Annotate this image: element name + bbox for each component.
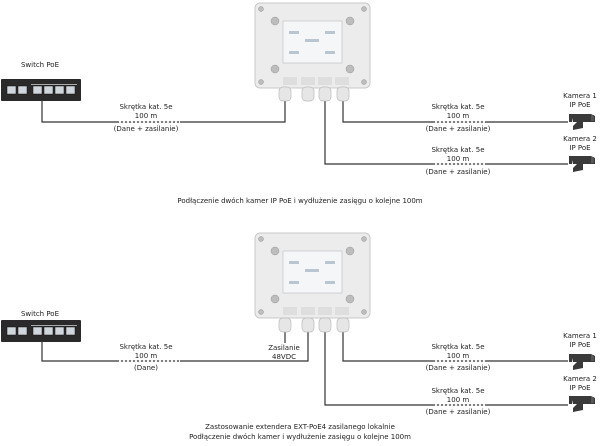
cable-note-label: (Dane + zasilanie): [426, 168, 491, 176]
cable-type-label: Skrętka kat. 5e: [431, 387, 484, 395]
poe-switch-icon: [0, 78, 82, 102]
camera1-type: IP PoE: [569, 341, 590, 349]
extender-enclosure-icon: [254, 2, 371, 89]
camera2-icon: [569, 396, 595, 412]
extender-enclosure-icon: [254, 232, 371, 319]
cable-extender-camera2: [324, 330, 568, 406]
caption-line2: Podłączenie dwóch kamer i wydłużenie zas…: [189, 433, 411, 441]
cable-length-label: 100 m: [447, 155, 470, 163]
poe-switch-icon: [0, 319, 82, 343]
camera1-icon: [569, 114, 595, 130]
camera2-type: IP PoE: [569, 384, 590, 392]
caption-line1: Zastosowanie extendera EXT-PoE4 zasilane…: [205, 423, 395, 431]
cable-glands-icon: [278, 317, 350, 333]
cable-note-label: (Dane + zasilanie): [426, 364, 491, 372]
cable-note-label: (Dane + zasilanie): [426, 125, 491, 133]
cable-length-label: 100 m: [447, 396, 470, 404]
cable-length-label: 100 m: [447, 112, 470, 120]
cable-glands-icon: [278, 86, 350, 102]
diagram-1: Switch PoE Skrętka kat. 5e 100 m (Dane +…: [0, 2, 597, 205]
cable-note-label: (Dane + zasilanie): [426, 408, 491, 416]
cable-type-label: Skrętka kat. 5e: [119, 343, 172, 351]
cable-type-label: Skrętka kat. 5e: [431, 146, 484, 154]
camera1-label: Kamera 1: [563, 332, 597, 340]
cable-length-label: 100 m: [447, 352, 470, 360]
cable-extender-camera2: [324, 98, 568, 165]
cable-note-label: (Dane): [134, 364, 158, 372]
camera2-icon: [569, 156, 595, 172]
switch-label: Switch PoE: [21, 310, 59, 318]
switch-label: Switch PoE: [21, 61, 59, 69]
cable-extender-camera1: [342, 330, 568, 362]
camera1-icon: [569, 354, 595, 370]
camera1-type: IP PoE: [569, 101, 590, 109]
caption: Podłączenie dwóch kamer IP PoE i wydłuże…: [177, 197, 422, 205]
camera1-label: Kamera 1: [563, 92, 597, 100]
power-voltage: 48VDC: [272, 353, 296, 361]
cable-note-label: (Dane + zasilanie): [114, 125, 179, 133]
power-label: Zasilanie: [268, 344, 300, 352]
camera2-type: IP PoE: [569, 144, 590, 152]
cable-length-label: 100 m: [135, 352, 158, 360]
diagram-2: Switch PoE Skrętka kat. 5e 100 m (Dane) …: [0, 232, 597, 441]
camera2-label: Kamera 2: [563, 375, 597, 383]
cable-length-label: 100 m: [135, 112, 158, 120]
cable-type-label: Skrętka kat. 5e: [431, 343, 484, 351]
camera2-label: Kamera 2: [563, 135, 597, 143]
cable-type-label: Skrętka kat. 5e: [119, 103, 172, 111]
cable-type-label: Skrętka kat. 5e: [431, 103, 484, 111]
cable-extender-camera1: [342, 98, 568, 123]
